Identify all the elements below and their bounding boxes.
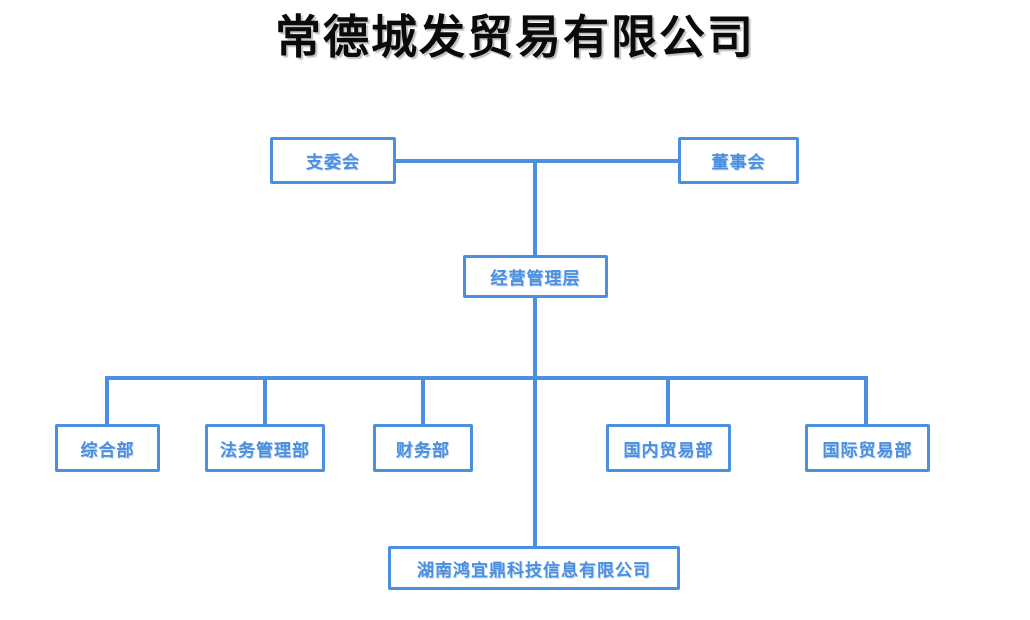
- node-domestic-trade-dept[interactable]: 国内贸易部: [606, 424, 731, 472]
- node-management[interactable]: 经营管理层: [463, 255, 608, 298]
- node-general-affairs-dept[interactable]: 综合部: [55, 424, 160, 472]
- node-board-of-directors[interactable]: 董事会: [678, 137, 799, 184]
- node-finance-dept[interactable]: 财务部: [373, 424, 473, 472]
- page-title: 常德城发贸易有限公司: [275, 12, 755, 63]
- node-international-trade-dept[interactable]: 国际贸易部: [805, 424, 930, 472]
- node-legal-affairs-dept[interactable]: 法务管理部: [205, 424, 325, 472]
- node-party-committee[interactable]: 支委会: [270, 137, 396, 184]
- node-subsidiary-company[interactable]: 湖南鸿宜鼎科技信息有限公司: [388, 546, 680, 590]
